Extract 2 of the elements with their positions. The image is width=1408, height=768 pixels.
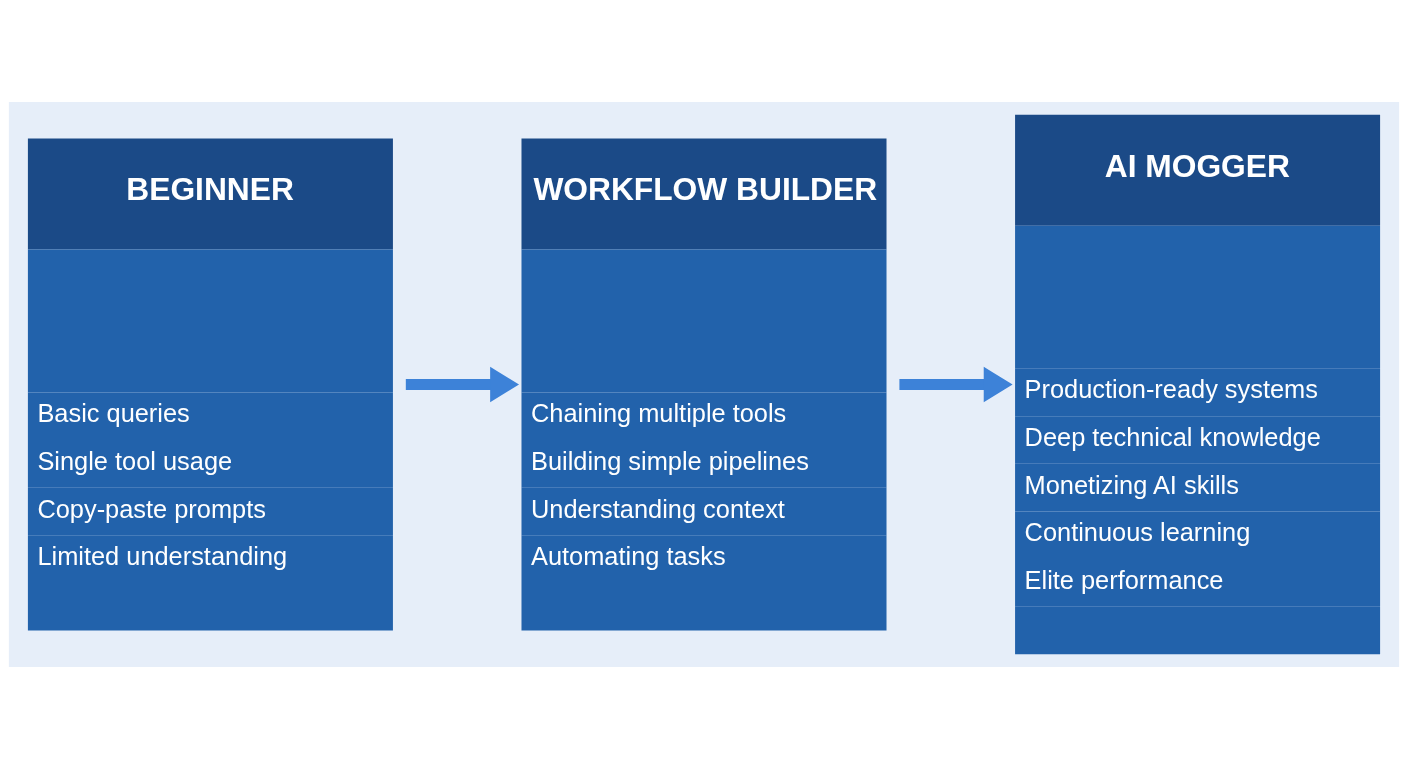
arrow	[899, 366, 1013, 402]
arrow	[405, 366, 519, 402]
